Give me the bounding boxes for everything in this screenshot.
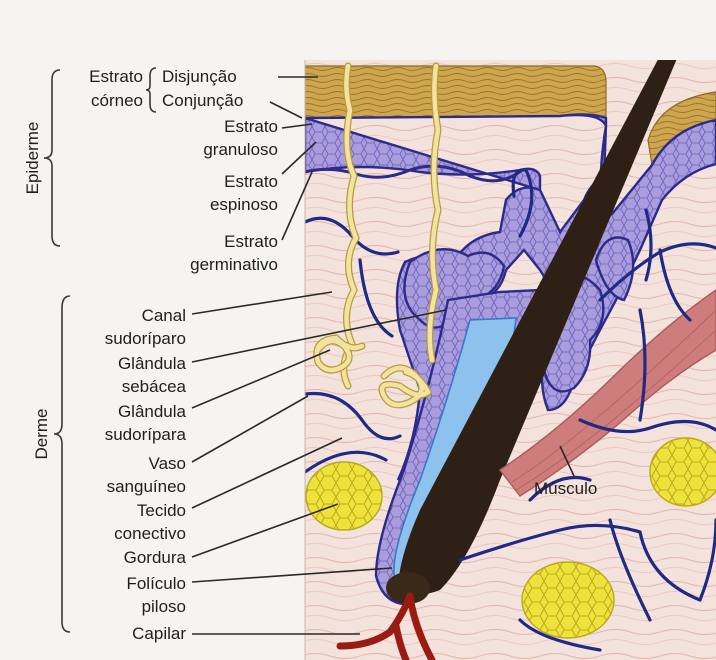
musculo-label: Músculo: [534, 479, 597, 498]
capilar-label: Capilar: [132, 624, 186, 643]
gordura-label: Gordura: [124, 548, 187, 567]
canal-sudoriparo-label-line2: sudoríparo: [105, 329, 186, 348]
estrato-espinoso-label-line2: espinoso: [210, 195, 278, 214]
estrato-espinoso-label-line1: Estrato: [224, 172, 278, 191]
foliculo-piloso-label-line2: piloso: [142, 597, 186, 616]
skin-block: [305, 14, 716, 660]
estrato-granuloso-label-line2: granuloso: [203, 140, 278, 159]
glandula-sebacea-label-line2: sebácea: [122, 377, 187, 396]
epiderme-brace: [44, 70, 60, 246]
fat-lobe-1: [306, 462, 382, 530]
derme-brace: [54, 296, 70, 632]
estrato-germinativo-label-line2: germinativo: [190, 255, 278, 274]
vaso-sanguineo-label-line1: Vaso: [149, 454, 187, 473]
glandula-sebacea-label-line1: Glândula: [118, 354, 187, 373]
glandula-sudoripara-label-line2: sudorípara: [105, 425, 187, 444]
tecido-conectivo-label-line1: Tecido: [137, 501, 186, 520]
fat-lobe-3: [522, 562, 614, 638]
leader-conjuncao: [270, 102, 302, 118]
canal-sudoriparo-label-line1: Canal: [142, 306, 186, 325]
tecido-conectivo-label-line2: conectivo: [114, 524, 186, 543]
leader-vaso: [192, 396, 308, 462]
estrato-granuloso-label-line1: Estrato: [224, 117, 278, 136]
glandula-sudoripara-label-line1: Glândula: [118, 402, 187, 421]
foliculo-piloso-label-line1: Folículo: [126, 574, 186, 593]
derme-label: Derme: [32, 408, 51, 459]
corneo-brace: [146, 68, 156, 112]
estrato-corneo-label-line2: córneo: [91, 91, 143, 110]
estrato-corneo-label-line1: Estrato: [89, 67, 143, 86]
fat-lobe-2: [650, 438, 716, 506]
disjuncao-label: Disjunção: [162, 67, 237, 86]
estrato-germinativo-label-line1: Estrato: [224, 232, 278, 251]
epiderme-label: Epiderme: [23, 122, 42, 195]
vaso-sanguineo-label-line2: sanguíneo: [107, 477, 186, 496]
conjuncao-label: Conjunção: [162, 91, 243, 110]
